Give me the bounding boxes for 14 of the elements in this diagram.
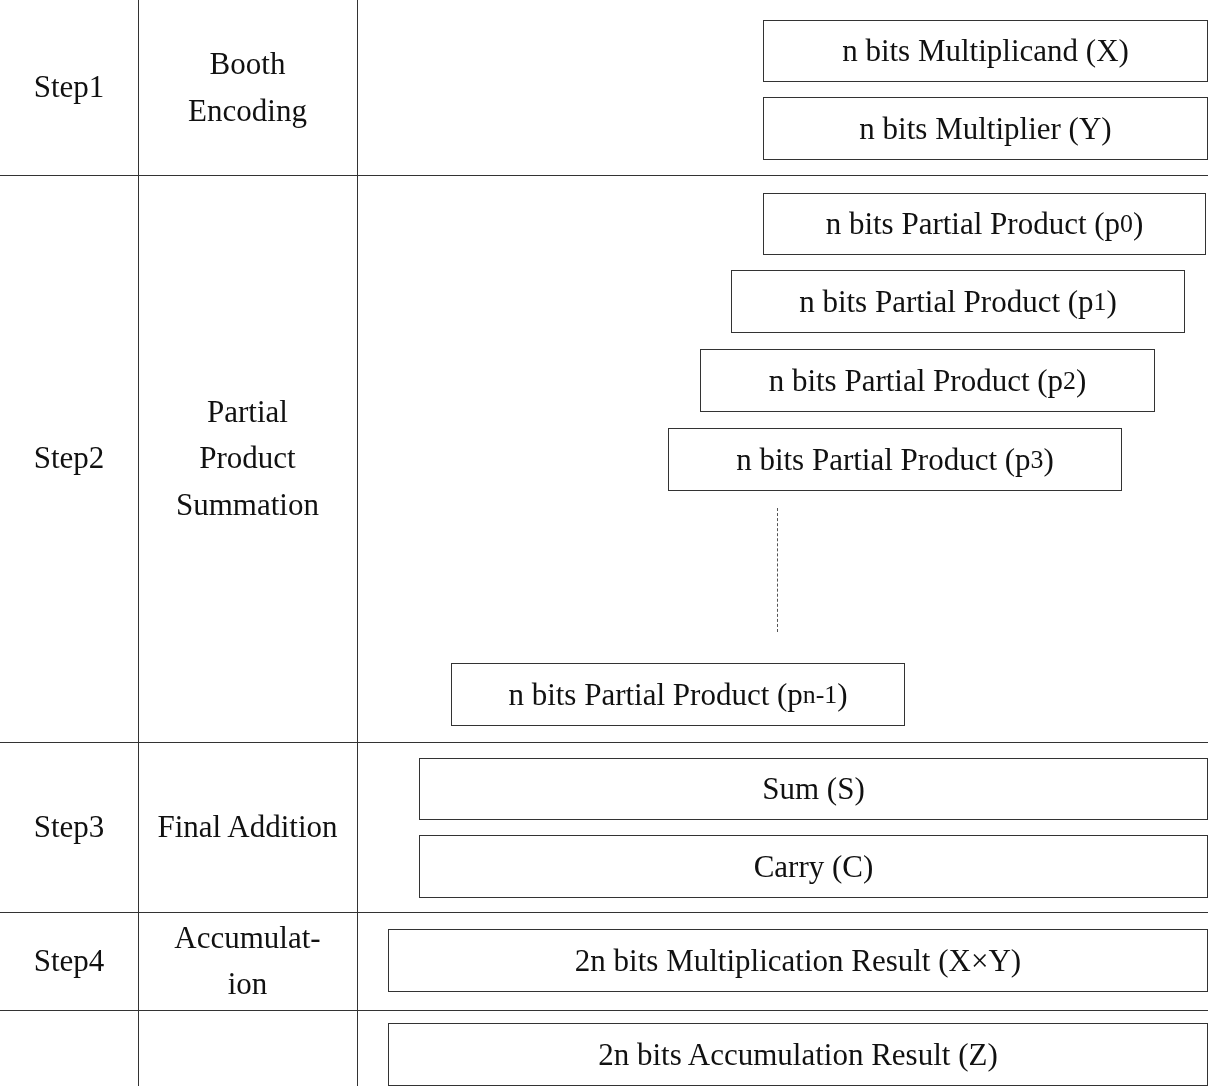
step-label: Step4: [33, 941, 105, 980]
phase-label: Final Addition: [157, 807, 338, 846]
register-box: 2n bits Accumulation Result (Z): [388, 1023, 1208, 1086]
register-box: n bits Multiplicand (X): [763, 20, 1208, 82]
step-label: Step2: [33, 439, 105, 478]
register-box: 2n bits Multiplication Result (X×Y): [388, 929, 1208, 992]
register-box: Carry (C): [419, 835, 1208, 898]
step-label: Step3: [33, 807, 105, 846]
phase-label: Partial Product Summation: [175, 392, 320, 524]
phase-label: Accumulat- ion: [173, 918, 322, 1003]
register-box: n bits Multiplier (Y): [763, 97, 1208, 160]
register-box: Sum (S): [419, 758, 1208, 820]
step-label: Step1: [33, 68, 105, 107]
phase-label: Booth Encoding: [187, 45, 308, 130]
